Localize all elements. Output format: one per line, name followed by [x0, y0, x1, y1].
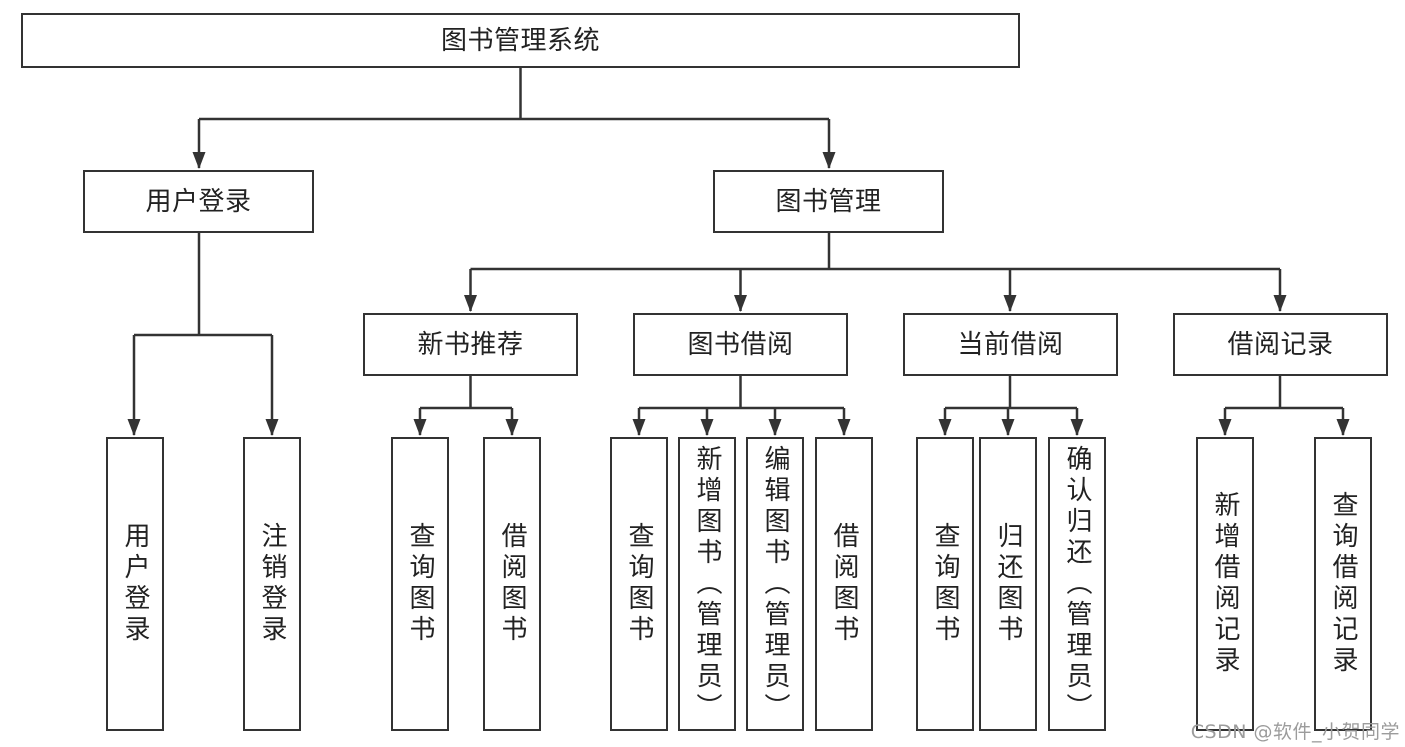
node-library-system: 图书管理系统	[21, 13, 1020, 68]
leaf-borrow-books-recommend: 借阅图书	[483, 437, 541, 731]
leaf-user-login: 用户登录	[106, 437, 164, 731]
edges-book-management	[464, 233, 1287, 312]
node-book-management: 图书管理	[713, 170, 944, 233]
leaf-query-borrow-record: 查询借阅记录	[1314, 437, 1372, 731]
edges-borrow-records	[1218, 376, 1350, 436]
leaf-query-books-recommend: 查询图书	[391, 437, 449, 731]
node-new-book-recommend: 新书推荐	[363, 313, 578, 376]
leaf-query-books-current: 查询图书	[916, 437, 974, 731]
edges-user-login	[127, 233, 279, 436]
leaf-confirm-return-admin: 确认归还（管理员）	[1048, 437, 1106, 731]
node-current-borrow: 当前借阅	[903, 313, 1118, 376]
node-borrow-records: 借阅记录	[1173, 313, 1388, 376]
edges-book-borrow	[632, 376, 851, 436]
leaf-add-book-admin: 新增图书（管理员）	[678, 437, 736, 731]
watermark: CSDN @软件_小贺同学	[1190, 721, 1400, 743]
edges-current-borrow	[938, 376, 1084, 436]
leaf-add-borrow-record: 新增借阅记录	[1196, 437, 1254, 731]
edges-new-book-recommend	[413, 376, 519, 436]
leaf-logout: 注销登录	[243, 437, 301, 731]
node-book-borrow: 图书借阅	[633, 313, 848, 376]
edges-root	[192, 68, 836, 169]
leaf-edit-book-admin: 编辑图书（管理员）	[746, 437, 804, 731]
node-user-login: 用户登录	[83, 170, 314, 233]
leaf-borrow-books: 借阅图书	[815, 437, 873, 731]
leaf-query-books-borrow: 查询图书	[610, 437, 668, 731]
leaf-return-book: 归还图书	[979, 437, 1037, 731]
